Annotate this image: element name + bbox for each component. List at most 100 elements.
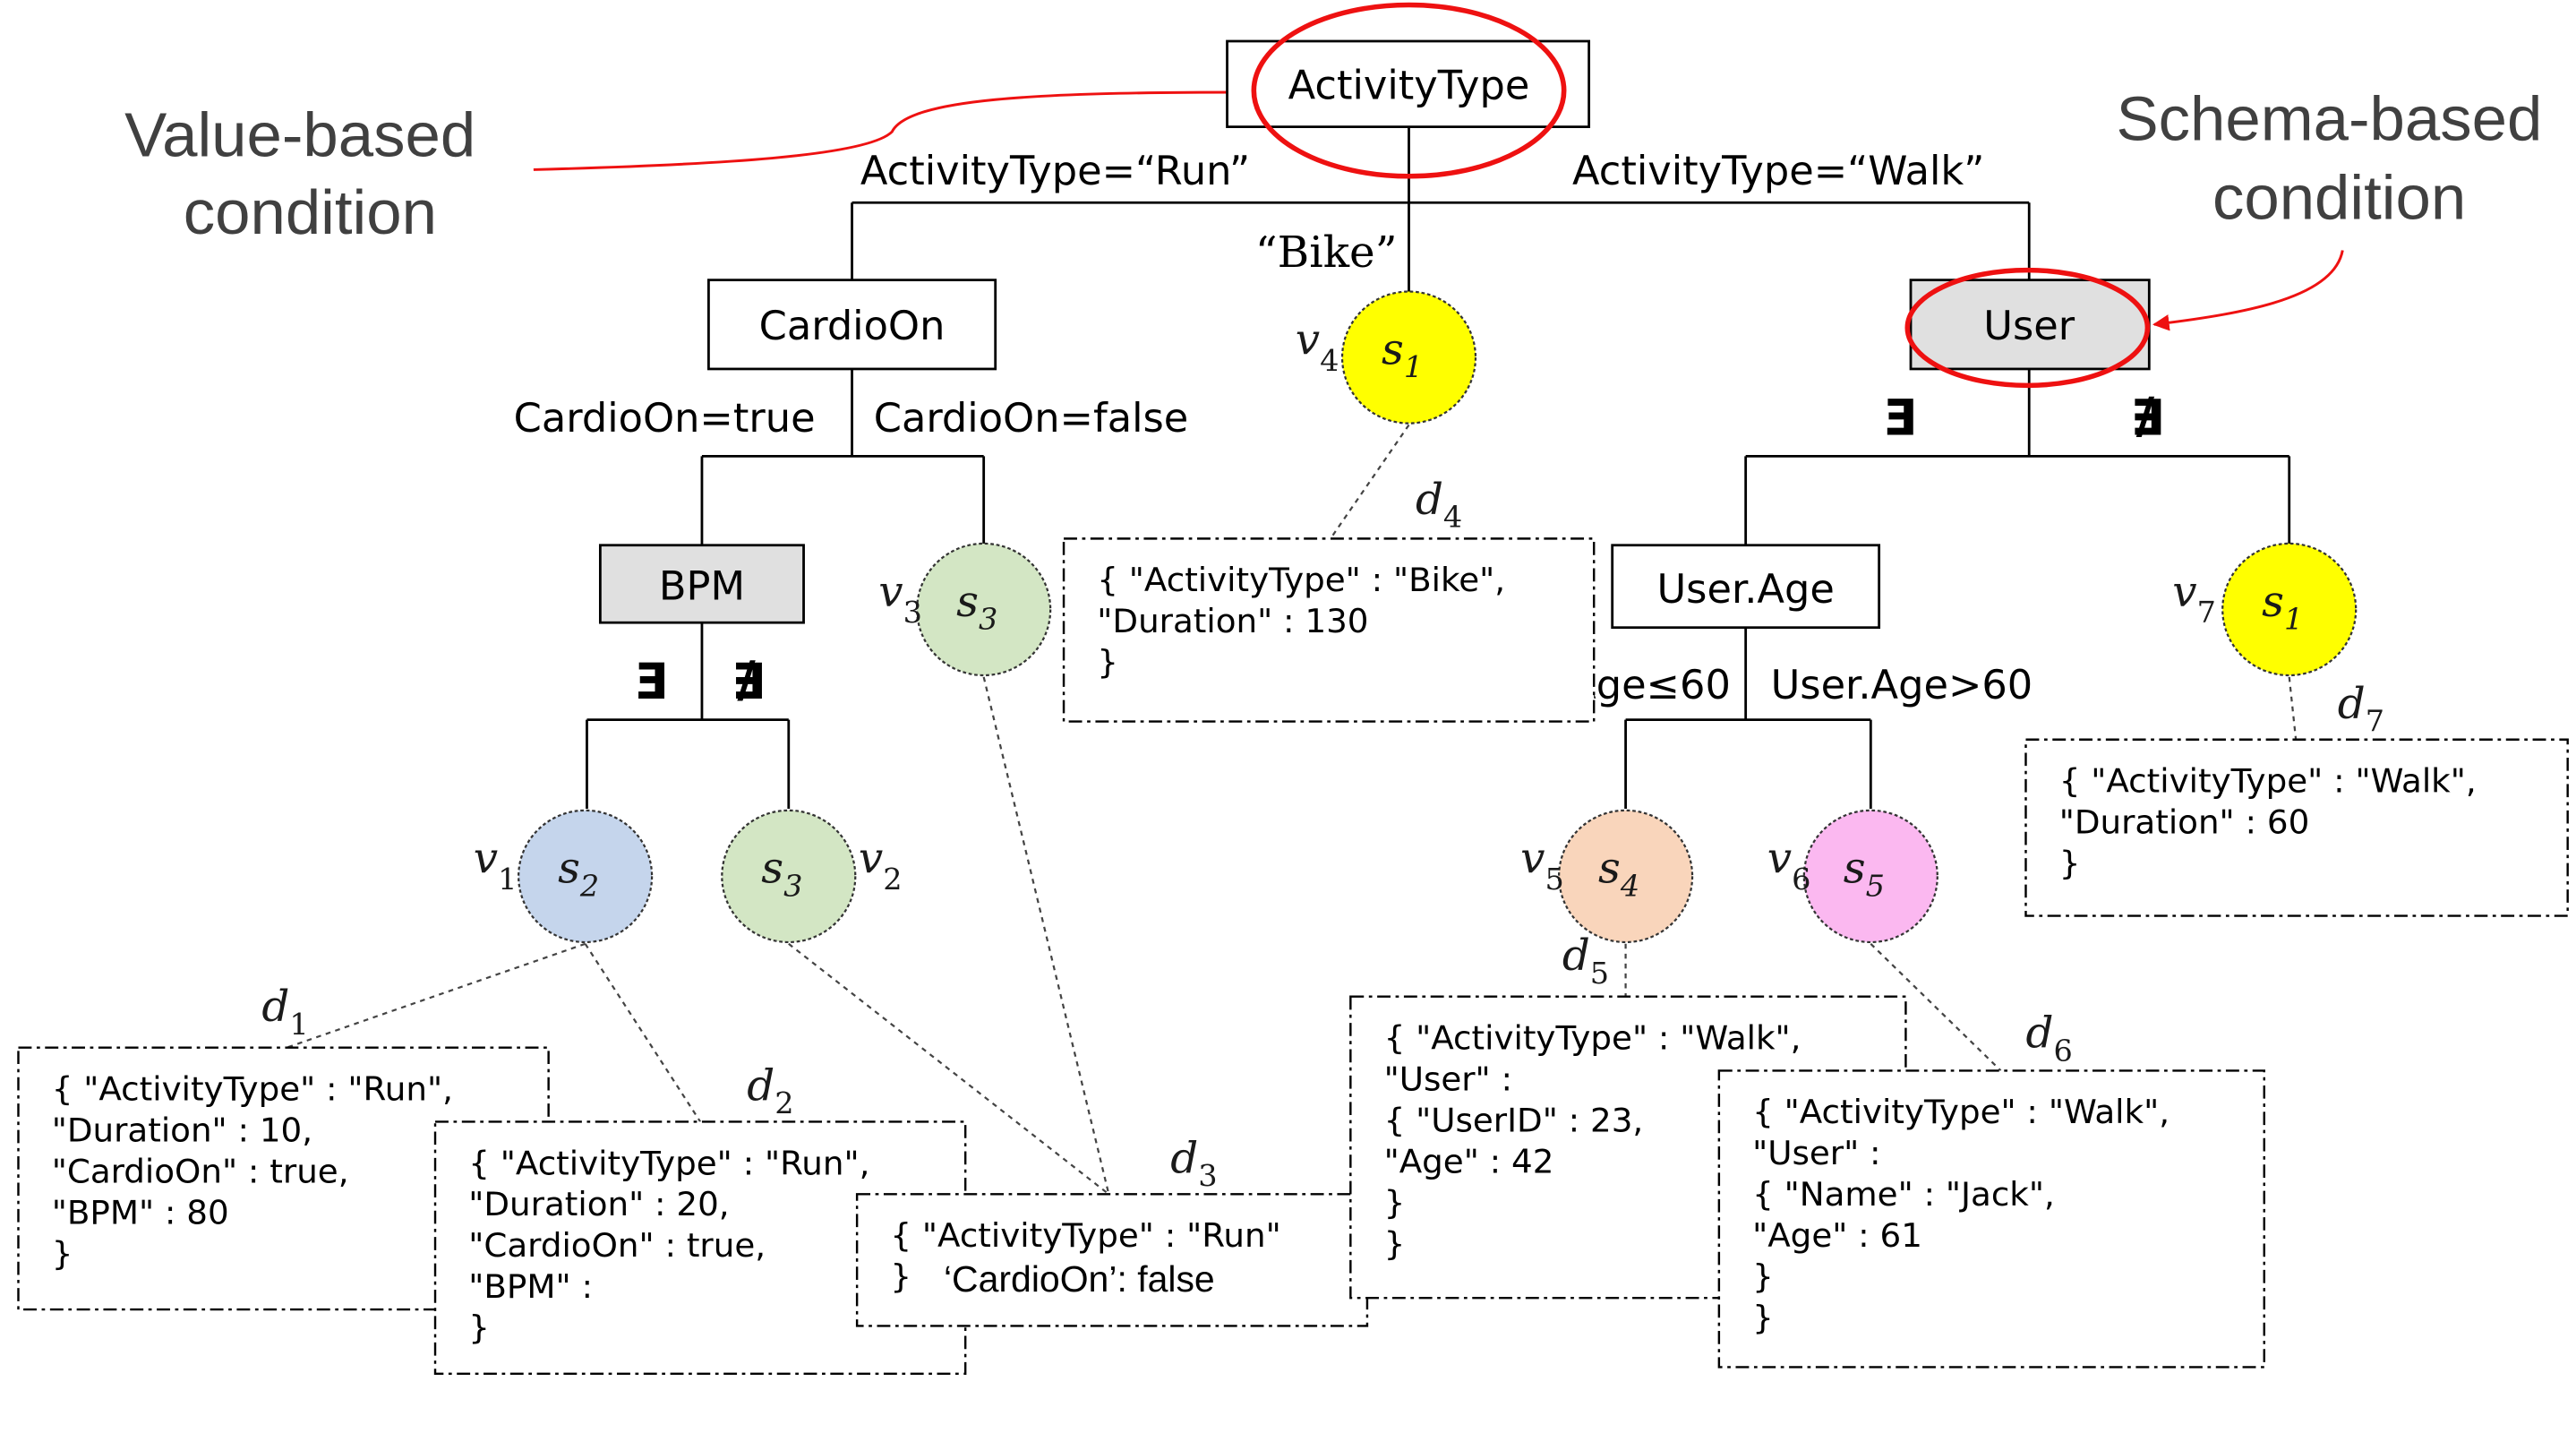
value-based-line1: Value-based (124, 99, 475, 170)
node-user[interactable]: User (1909, 279, 2151, 371)
not-exists-symbol-user: ∄ (2130, 390, 2164, 448)
document-line: "CardioOn" : true, (52, 1153, 349, 1191)
exists-symbol-user: E (1884, 390, 1918, 448)
leaf-node-id: v2 (859, 834, 903, 897)
schema-based-line1: Schema-based (2116, 83, 2542, 154)
document-box (2024, 738, 2569, 917)
document-line: "User" : (1384, 1060, 1512, 1099)
leaf-node-id: v7 (2172, 567, 2216, 630)
leaf-node-id: v1 (474, 834, 518, 897)
not-exists-symbol-bpm: ∄ (732, 653, 766, 711)
document-d6[interactable]: d6 { "ActivityType" : "Walk", "User" : { … (1717, 1008, 2265, 1369)
node-bpm[interactable]: BPM (598, 544, 805, 624)
document-line: "Age" : 42 (1384, 1143, 1554, 1181)
document-d2[interactable]: d2 { "ActivityType" : "Run", "Duration" :… (433, 1061, 967, 1375)
edge-label-cardio-false: CardioOn=false (874, 396, 1189, 442)
node-user-age-label: User.Age (1656, 567, 1834, 613)
node-cardioon-label: CardioOn (759, 304, 946, 349)
value-condition-highlight (1251, 2, 1567, 179)
document-line: "Duration" : 20, (468, 1185, 729, 1223)
schema-condition-highlight (1904, 267, 2151, 389)
leaf-schema-label: s5 (1844, 844, 1885, 903)
document-box (1717, 1069, 2265, 1369)
document-line: "BPM" : 80 (52, 1194, 229, 1232)
document-line: { "Name" : "Jack", (1752, 1175, 2055, 1214)
document-line: } (890, 1257, 911, 1296)
leaf-node-id: v5 (1520, 834, 1564, 897)
leaf-node[interactable]: s2 v1 (474, 809, 654, 944)
leaf-circle (1340, 290, 1477, 425)
document-label: d6 (2025, 1008, 2072, 1068)
exists-symbol-bpm: E (635, 653, 669, 711)
node-activitytype-label: ActivityType (1288, 64, 1530, 109)
leaf-node-id: v4 (1296, 315, 1339, 378)
document-d3[interactable]: d3 { "ActivityType" : "Run"} ‘CardioOn’: f… (855, 1134, 1369, 1327)
document-line: } (1752, 1257, 1774, 1296)
leaf-node-id: v6 (1767, 834, 1811, 897)
value-based-line2: condition (184, 177, 437, 248)
leaf-schema-label: s2 (558, 844, 599, 903)
document-line: } (468, 1309, 490, 1347)
document-line: } (2059, 845, 2081, 883)
document-line: { "ActivityType" : "Bike", (1097, 561, 1505, 599)
value-based-arrow (533, 83, 1245, 171)
edge-label-run: ActivityType=“Run” (860, 149, 1250, 194)
document-d7[interactable]: d7{ "ActivityType" : "Walk", "Duration" … (2024, 679, 2569, 917)
document-label: d5 (1562, 931, 1609, 990)
document-line: { "ActivityType" : "Walk", (1384, 1019, 1801, 1058)
node-bpm-label: BPM (659, 564, 745, 610)
schema-based-annotation: Schema-based condition (2116, 83, 2542, 331)
document-links (286, 424, 2298, 1196)
tree-edges (586, 126, 2291, 809)
leaf-circle (2221, 542, 2358, 677)
leaf-circle (916, 542, 1052, 677)
value-based-annotation: Value-based condition (124, 83, 1245, 248)
edge-labels: ActivityType=“Run” ActivityType=“Walk” “… (514, 149, 2165, 710)
document-line: "BPM" : (468, 1267, 593, 1306)
node-cardioon[interactable]: CardioOn (707, 279, 997, 371)
document-line: { "ActivityType" : "Run", (468, 1144, 869, 1182)
document-line: { "ActivityType" : "Walk", (1752, 1093, 2169, 1131)
document-line: } (1384, 1225, 1406, 1264)
schema-based-line2: condition (2212, 162, 2466, 233)
document-line: { "ActivityType" : "Run" (890, 1216, 1280, 1255)
edge-label-cardio-true: CardioOn=true (514, 396, 816, 442)
document-line: } (1097, 643, 1118, 682)
document-box (1062, 537, 1596, 723)
document-line: "Duration" : 130 (1097, 602, 1368, 640)
node-user-age[interactable]: User.Age (1611, 544, 1881, 630)
document-line: "User" : (1752, 1134, 1880, 1172)
edge-label-walk: ActivityType=“Walk” (1572, 149, 1984, 194)
leaf-circle (1802, 809, 1938, 944)
leaf-circle (518, 809, 654, 944)
document-label: d4 (1416, 475, 1462, 534)
node-user-label: User (1983, 304, 2075, 349)
document-line: } (1384, 1184, 1406, 1223)
leaf-circle (1557, 809, 1694, 944)
leaf-circle (721, 809, 857, 944)
document-label: d3 (1170, 1134, 1217, 1193)
document-label: d1 (261, 983, 308, 1042)
document-line: } (1752, 1299, 1774, 1337)
documents: d1 { "ActivityType" : "Run", "Duration" :… (17, 475, 2569, 1375)
node-activitytype[interactable]: ActivityType (1226, 39, 1591, 128)
leaf-node[interactable]: s5 v6 (1767, 809, 1938, 944)
document-label: d7 (2338, 679, 2384, 738)
document-line: { "UserID" : 23, (1384, 1102, 1644, 1140)
document-line: "CardioOn" : true, (468, 1226, 766, 1265)
document-line: "Duration" : 60 (2059, 803, 2310, 842)
edge-label-age-gt: User.Age>60 (1771, 663, 2033, 708)
schema-based-arrow (2152, 250, 2344, 331)
document-label: d2 (747, 1061, 793, 1120)
document-annotation: ‘CardioOn’: false (944, 1258, 1215, 1300)
document-line: } (52, 1235, 73, 1274)
document-d4[interactable]: d4 { "ActivityType" : "Bike", "Duration" … (1062, 475, 1596, 723)
document-line: "Age" : 61 (1752, 1216, 1922, 1255)
document-line: "Duration" : 10, (52, 1111, 312, 1150)
